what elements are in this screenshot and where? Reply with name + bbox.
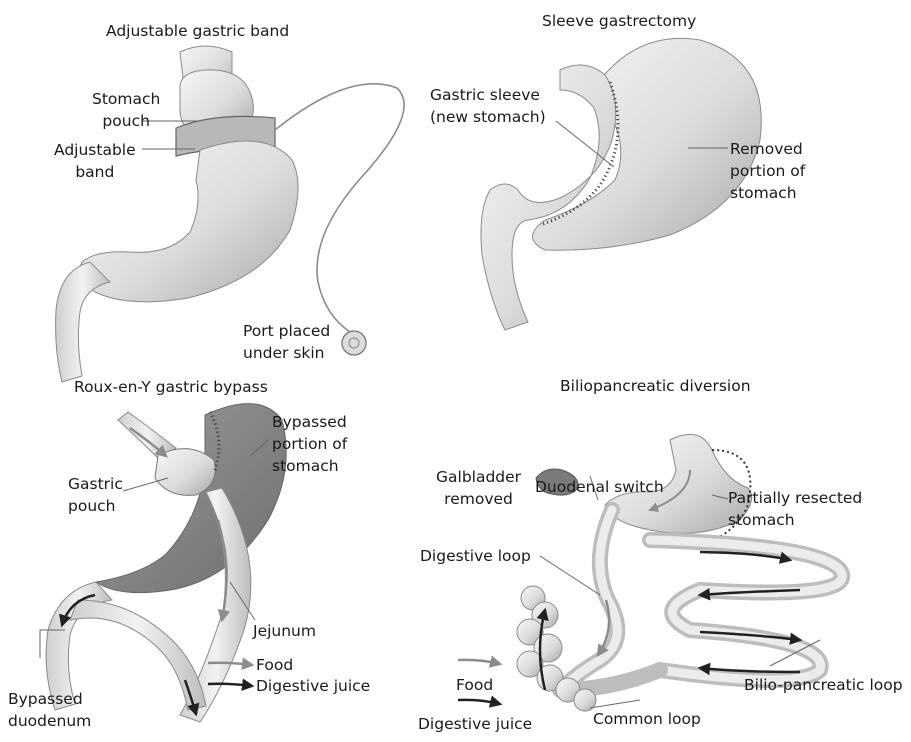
bpd-label-switch: Duodenal switch	[535, 476, 664, 498]
sleeve-label-sleeve: Gastric sleeve (new stomach)	[430, 84, 546, 128]
bypass-legend-food: Food	[256, 654, 293, 676]
bypass-title: Roux-en-Y gastric bypass	[74, 376, 268, 398]
bpd-label-resected: Partially resected stomach	[728, 487, 862, 531]
bpd-legend-juice: Digestive juice	[418, 713, 532, 735]
band-duodenum	[56, 262, 110, 382]
sleeve-label-removed: Removed portion of stomach	[730, 138, 805, 204]
band-label-pouch: Stomach pouch	[92, 88, 160, 132]
bypass-legend-juice: Digestive juice	[256, 675, 370, 697]
band-label-port: Port placed under skin	[243, 320, 330, 364]
bpd-legend-juice-arrow	[458, 700, 500, 704]
leader-common-loop	[590, 700, 640, 708]
bypass-label-jejunum: Jejunum	[253, 620, 316, 642]
band-title: Adjustable gastric band	[106, 20, 289, 42]
sleeve-title: Sleeve gastrectomy	[542, 10, 696, 32]
bypass-label-stomach: Bypassed portion of stomach	[272, 411, 347, 477]
bypass-illustration	[40, 404, 286, 722]
bpd-legend-food: Food	[456, 674, 493, 696]
bpd-label-bp-loop: Bilio-pancreatic loop	[744, 674, 903, 696]
band-label-band: Adjustable band	[54, 139, 136, 183]
band-port	[342, 331, 366, 355]
sleeve-illustration	[481, 38, 761, 330]
bpd-legend-food-arrow	[458, 660, 500, 664]
bypass-stomach-remnant	[96, 404, 286, 593]
leader-digestive-loop	[540, 556, 600, 595]
bypass-label-pouch: Gastric pouch	[68, 473, 123, 517]
bpd-label-common-loop: Common loop	[593, 708, 701, 730]
bypass-label-duodenum: Bypassed duodenum	[8, 688, 91, 732]
bpd-label-digestive-loop: Digestive loop	[420, 545, 531, 567]
bpd-label-gallbladder: Galbladder removed	[436, 466, 521, 510]
bpd-title: Biliopancreatic diversion	[560, 375, 751, 397]
bpd-colon	[517, 586, 596, 711]
